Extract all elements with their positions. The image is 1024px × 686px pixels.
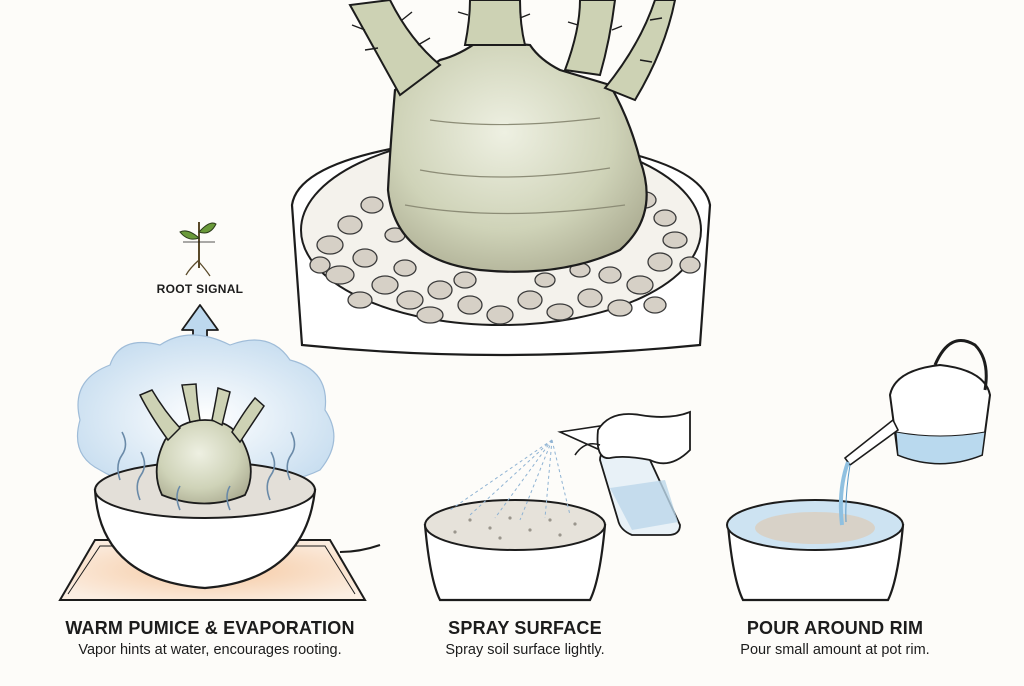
step-title: WARM PUMICE & EVAPORATION bbox=[65, 618, 355, 638]
warm-pumice-scene bbox=[58, 334, 381, 601]
sprout-icon bbox=[179, 222, 217, 277]
step-description: Spray soil surface lightly. bbox=[445, 642, 605, 658]
step-warm-pumice: WARM PUMICE & EVAPORATION Vapor hints at… bbox=[40, 618, 380, 658]
step-title: SPRAY SURFACE bbox=[448, 618, 602, 638]
step-description: Vapor hints at water, encourages rooting… bbox=[78, 642, 342, 658]
pour-scene bbox=[726, 339, 992, 602]
large-pot-plant bbox=[290, 0, 712, 357]
root-signal-label: ROOT SIGNAL bbox=[156, 282, 244, 296]
step-pour-around-rim: POUR AROUND RIM Pour small amount at pot… bbox=[700, 618, 970, 658]
step-spray-surface: SPRAY SURFACE Spray soil surface lightly… bbox=[400, 618, 650, 658]
step-description: Pour small amount at pot rim. bbox=[740, 642, 930, 658]
spray-scene bbox=[423, 410, 691, 602]
step-title: POUR AROUND RIM bbox=[746, 618, 924, 638]
